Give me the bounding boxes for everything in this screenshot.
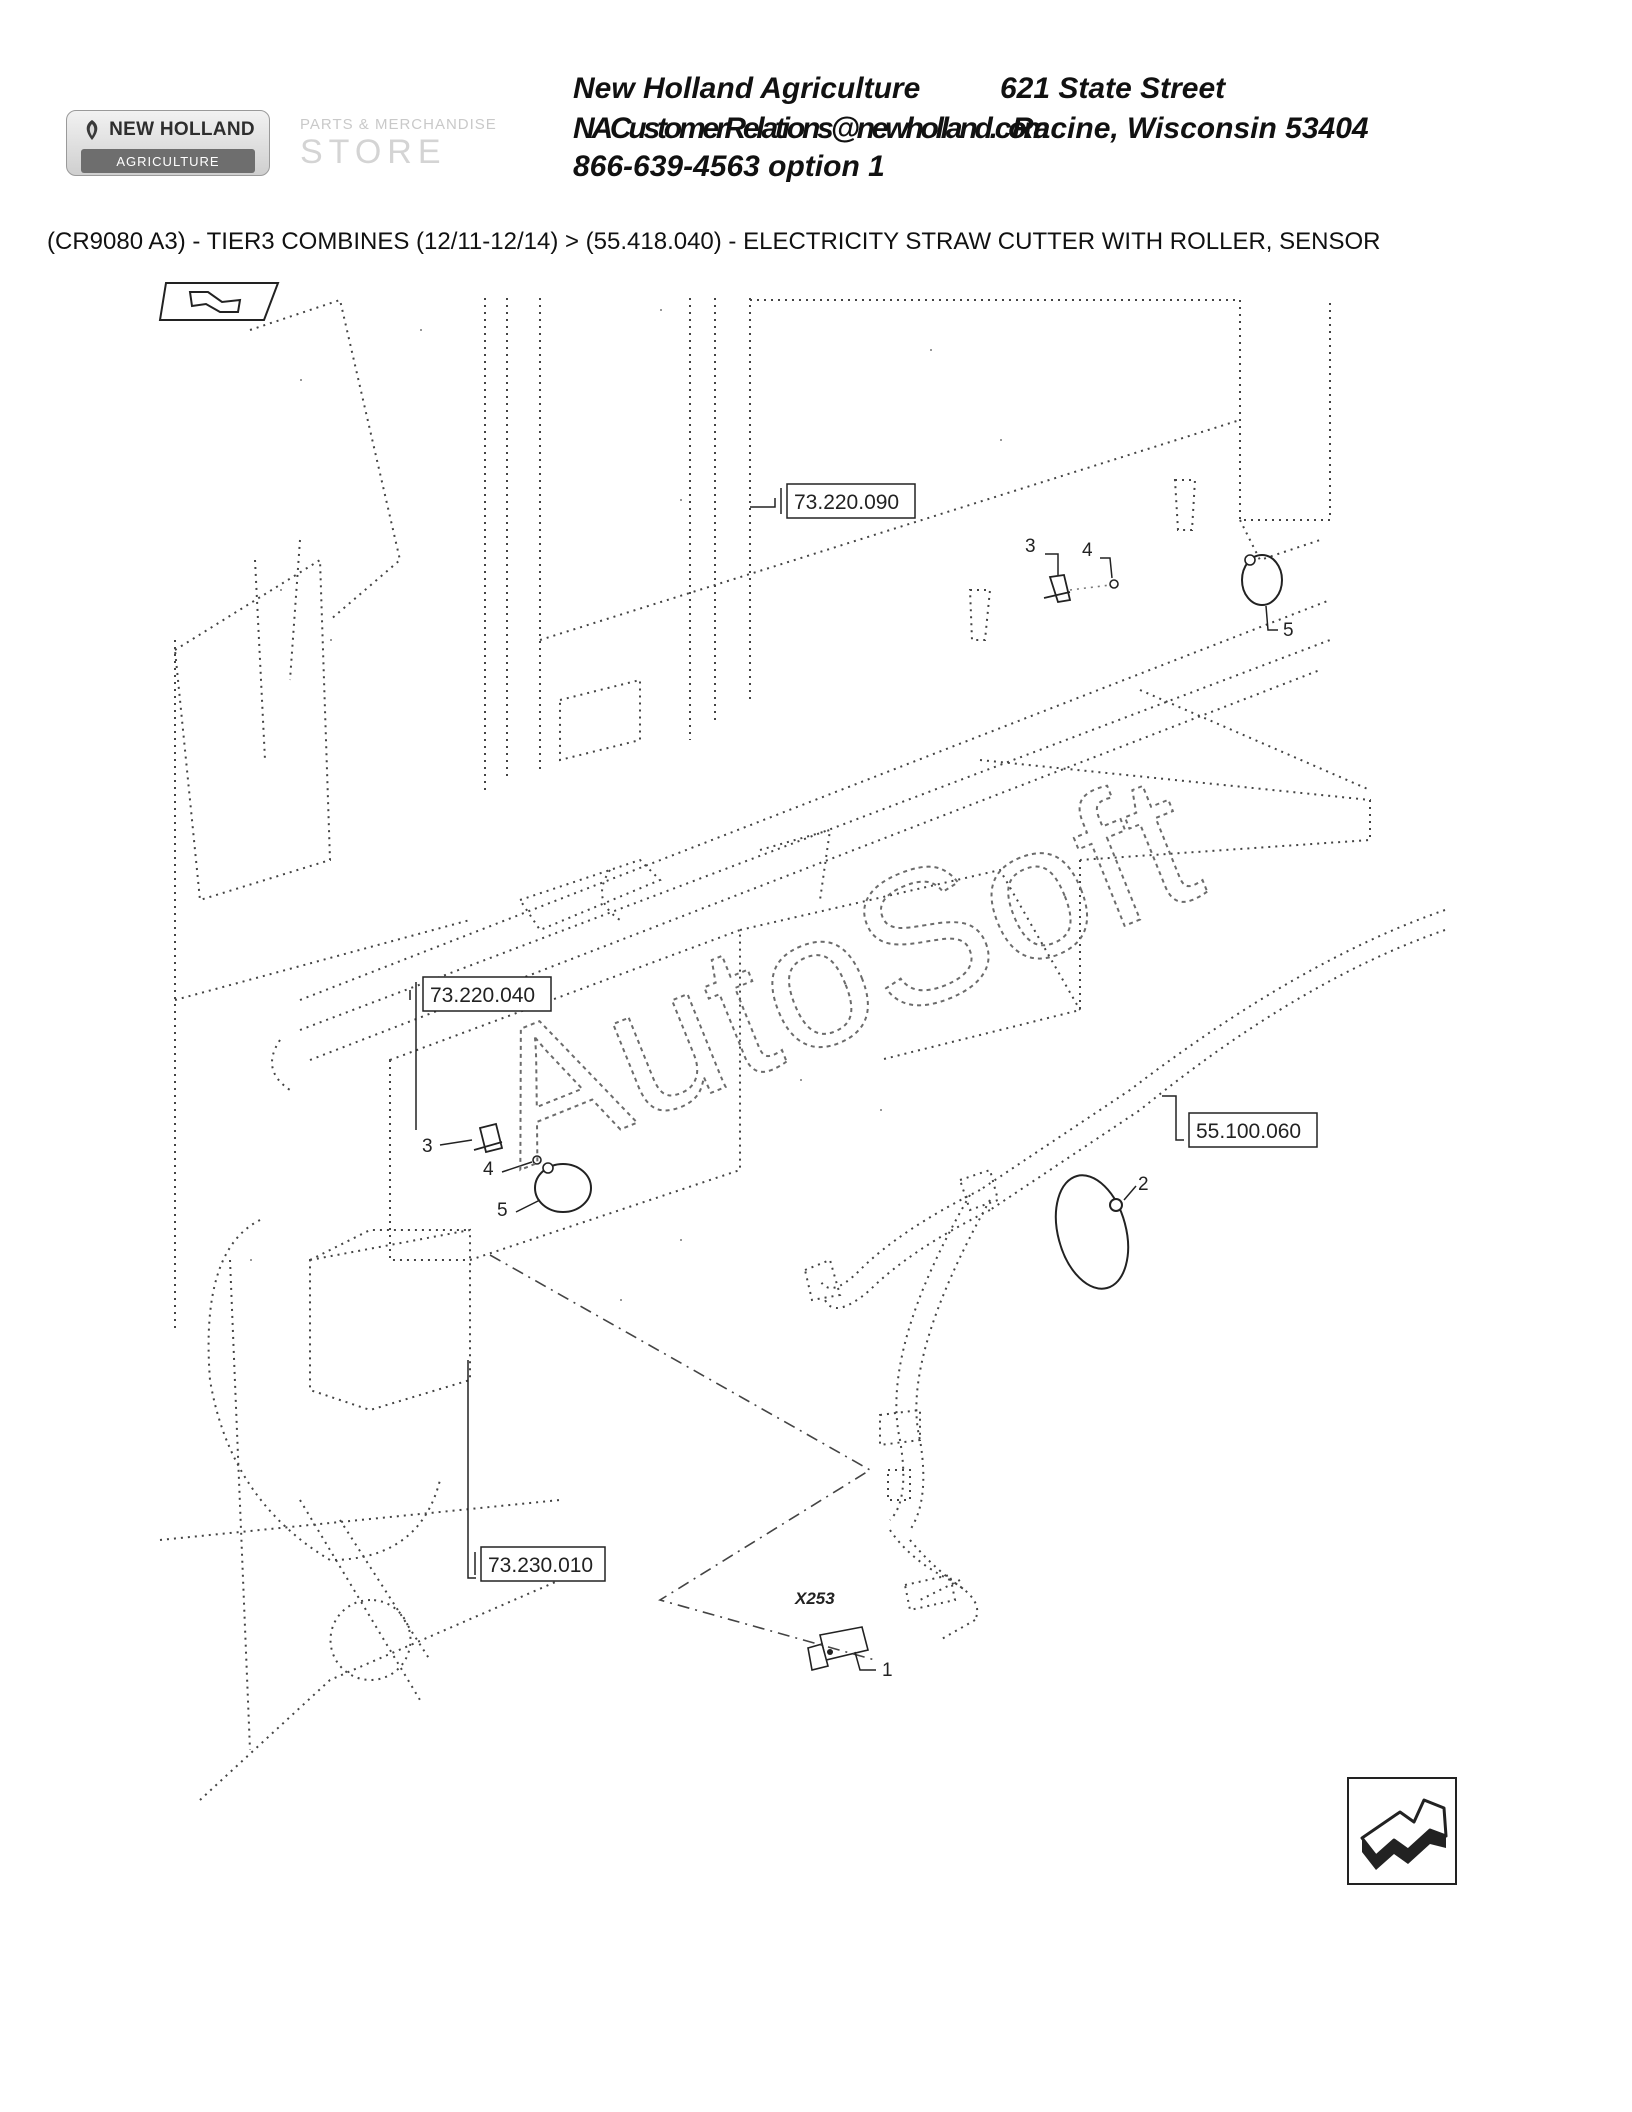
callout-4-upper[interactable]: 4 xyxy=(1082,540,1113,579)
svg-text:73.220.040: 73.220.040 xyxy=(430,984,535,1007)
store-tagline: PARTS & MERCHANDISE STORE xyxy=(300,116,497,170)
callout-1[interactable]: 1 xyxy=(854,1651,893,1681)
lower-bolt-part[interactable] xyxy=(532,1155,542,1165)
svg-text:1: 1 xyxy=(882,1660,893,1681)
next-view-arrow-icon[interactable] xyxy=(1347,1777,1457,1885)
callout-4-lower[interactable]: 4 xyxy=(483,1159,533,1180)
svg-text:5: 5 xyxy=(1283,620,1294,641)
callout-5-lower[interactable]: 5 xyxy=(497,1199,541,1221)
svg-text:2: 2 xyxy=(1138,1174,1149,1195)
exploded-view-icon[interactable] xyxy=(158,282,280,321)
company-name: New Holland Agriculture xyxy=(573,72,921,105)
breadcrumb: (CR9080 A3) - TIER3 COMBINES (12/11-12/1… xyxy=(47,228,1381,255)
street-address: 621 State Street xyxy=(1000,72,1226,105)
phone-number: 866-639-4563 option 1 xyxy=(573,150,885,183)
svg-text:3: 3 xyxy=(422,1136,433,1157)
combine-frame-drawing xyxy=(159,298,1371,1801)
svg-text:73.220.090: 73.220.090 xyxy=(794,491,899,514)
cable-tie-part[interactable] xyxy=(1044,1167,1140,1297)
leaf-emblem-icon xyxy=(86,120,98,140)
ref-73-220-090[interactable]: 73.220.090 xyxy=(750,483,916,519)
email-address[interactable]: NACustomerRelations@newholland.com xyxy=(573,112,1050,145)
ref-73-220-040[interactable]: 73.220.040 xyxy=(409,976,552,1130)
svg-text:4: 4 xyxy=(1082,540,1093,561)
sensor-harness-drawing xyxy=(803,909,1446,1641)
callout-3-upper[interactable]: 3 xyxy=(1025,536,1059,575)
callout-5-upper[interactable]: 5 xyxy=(1265,605,1294,641)
lower-clip-bracket-part[interactable] xyxy=(473,1122,504,1154)
store-line1: PARTS & MERCHANDISE xyxy=(300,116,497,133)
svg-text:55.100.060: 55.100.060 xyxy=(1196,1120,1301,1143)
upper-clip-bracket-part[interactable] xyxy=(1043,573,1072,604)
svg-text:3: 3 xyxy=(1025,536,1036,557)
ref-73-230-010[interactable]: 73.230.010 xyxy=(467,1360,606,1582)
svg-text:5: 5 xyxy=(497,1200,508,1221)
callout-2[interactable]: 2 xyxy=(1123,1174,1149,1201)
watermark: AutoSoft xyxy=(456,732,1226,1208)
brand-sub: AGRICULTURE xyxy=(81,149,255,173)
connector-label: X253 xyxy=(794,1589,835,1608)
svg-text:73.230.010: 73.230.010 xyxy=(488,1554,593,1577)
store-line2: STORE xyxy=(300,133,447,171)
brand-name: NEW HOLLAND xyxy=(109,119,255,140)
assembly-line xyxy=(489,1254,876,1661)
upper-bolt-part[interactable] xyxy=(1069,579,1119,591)
svg-text:4: 4 xyxy=(483,1159,494,1180)
callout-3-lower[interactable]: 3 xyxy=(422,1136,473,1157)
new-holland-logo: NEW HOLLAND AGRICULTURE xyxy=(66,110,270,176)
lower-cable-tie-part[interactable] xyxy=(534,1162,592,1213)
upper-cable-tie-part[interactable] xyxy=(1241,554,1283,606)
city-address: Racine, Wisconsin 53404 xyxy=(1012,112,1369,145)
speed-sensor-part[interactable] xyxy=(807,1626,869,1671)
ref-55-100-060[interactable]: 55.100.060 xyxy=(1162,1095,1318,1148)
